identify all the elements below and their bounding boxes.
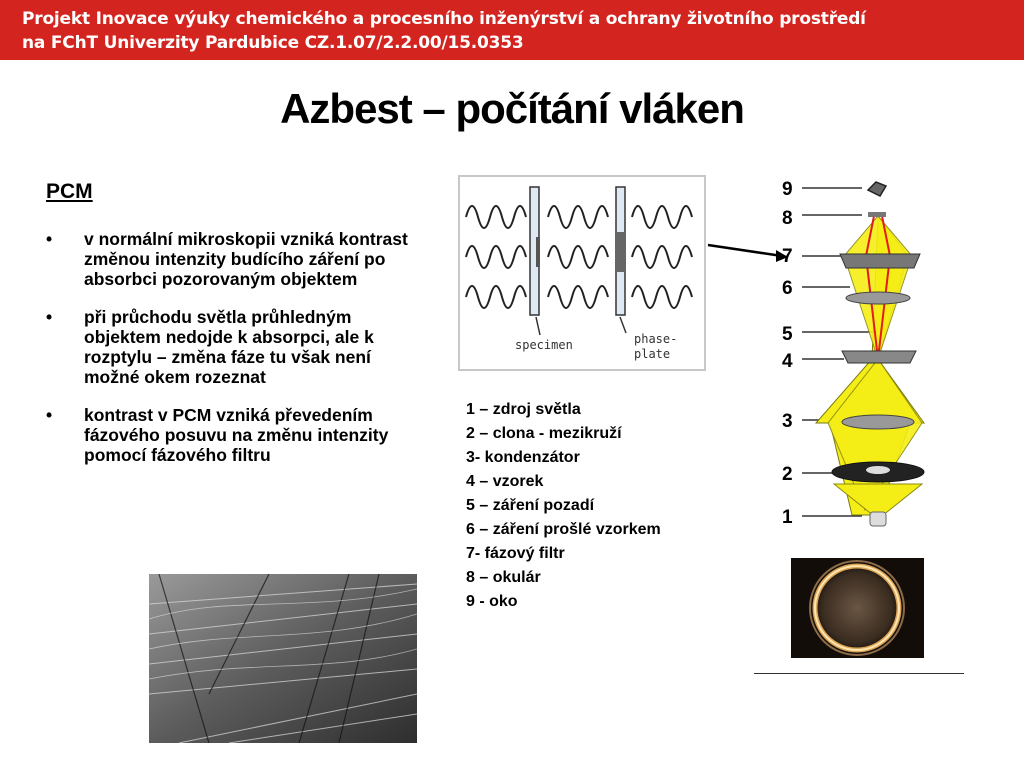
header-banner: Projekt Inovace výuky chemického a proce… — [0, 0, 1024, 60]
phase-wave-figure: specimen phase- plate — [458, 175, 706, 371]
eye-shape — [866, 181, 888, 197]
fiber-texture — [149, 574, 417, 743]
phase-label-line-2: plate — [634, 347, 670, 361]
scope-number: 4 — [782, 351, 793, 372]
specimen-slide — [841, 350, 917, 364]
specimen-label: specimen — [515, 338, 573, 352]
bullet-text: v normální mikroskopii vzniká kontrast z… — [84, 229, 408, 289]
section-heading: PCM — [46, 180, 93, 203]
scope-number: 6 — [782, 278, 793, 299]
legend-item: 3- kondenzátor — [466, 449, 580, 466]
legend-list: 1 – zdroj světla 2 – clona - mezikruží 3… — [466, 398, 661, 614]
bullet-text: kontrast v PCM vzniká převedením fázovéh… — [84, 405, 389, 465]
scope-labels: 9 8 7 6 5 4 3 2 1 — [782, 179, 874, 528]
wave-line — [631, 285, 693, 309]
phase-ring-image — [791, 558, 924, 658]
microscope-schematic: 9 8 7 6 5 4 3 2 1 — [782, 179, 925, 528]
banner-line-2: na FChT Univerzity Pardubice CZ.1.07/2.2… — [22, 33, 524, 53]
condenser-lens — [841, 414, 915, 430]
slide-title: Azbest – počítání vláken — [280, 85, 745, 132]
fiber-micrograph — [149, 574, 417, 743]
red-rays — [865, 215, 891, 360]
bullet-item: • kontrast v PCM vzniká převedením fázové… — [46, 405, 431, 465]
scope-number: 1 — [782, 507, 793, 528]
wave-line — [547, 245, 609, 269]
bullet-item: • při průchodu světla průhledným objektem… — [46, 307, 431, 387]
leader-line — [619, 316, 627, 334]
specimen-particle — [536, 237, 540, 267]
legend-item: 7- fázový filtr — [466, 545, 565, 562]
light-source — [869, 511, 887, 527]
scope-number: 9 — [782, 179, 793, 200]
bullet-list: • v normální mikroskopii vzniká kontrast … — [46, 229, 431, 483]
phase-filter — [839, 253, 921, 269]
legend-item: 9 - oko — [466, 593, 518, 610]
legend-item: 4 – vzorek — [466, 473, 544, 490]
legend-item: 6 – záření prošlé vzorkem — [466, 521, 661, 538]
wave-line — [465, 285, 527, 309]
scope-number: 5 — [782, 324, 793, 345]
bullet-item: • v normální mikroskopii vzniká kontrast … — [46, 229, 431, 289]
wave-line — [465, 205, 527, 229]
legend-item: 8 – okulár — [466, 569, 541, 586]
scope-number: 7 — [782, 246, 793, 267]
scope-number: 8 — [782, 208, 793, 229]
scope-number: 3 — [782, 411, 793, 432]
phase-label-line-1: phase- — [634, 332, 677, 346]
objective-lens — [845, 291, 911, 305]
leader-line — [535, 316, 541, 336]
bullet-dot: • — [46, 405, 53, 425]
wave-line — [631, 205, 693, 229]
scope-number: 2 — [782, 464, 793, 485]
divider-line — [754, 673, 964, 674]
wave-diagram: specimen phase- plate — [465, 186, 693, 361]
phase-ring-photo — [791, 558, 924, 658]
legend-item: 2 – clona - mezikruží — [466, 425, 622, 442]
wave-line — [547, 285, 609, 309]
light-cone — [832, 483, 924, 517]
pointer-arrow — [707, 243, 788, 262]
phase-plate-ring — [616, 232, 625, 272]
eyepiece — [868, 212, 886, 217]
bullet-dot: • — [46, 229, 53, 249]
legend-item: 5 – záření pozadí — [466, 497, 595, 514]
banner-line-1: Projekt Inovace výuky chemického a proce… — [22, 9, 866, 29]
legend-item: 1 – zdroj světla — [466, 401, 581, 418]
bullet-dot: • — [46, 307, 53, 327]
wave-line — [631, 245, 693, 269]
wave-line — [547, 205, 609, 229]
phase-plate-label: phase- plate — [634, 332, 685, 361]
bullet-text: při průchodu světla průhledným objektem … — [84, 307, 374, 387]
annulus-opening — [866, 466, 890, 474]
wave-line — [465, 245, 527, 269]
